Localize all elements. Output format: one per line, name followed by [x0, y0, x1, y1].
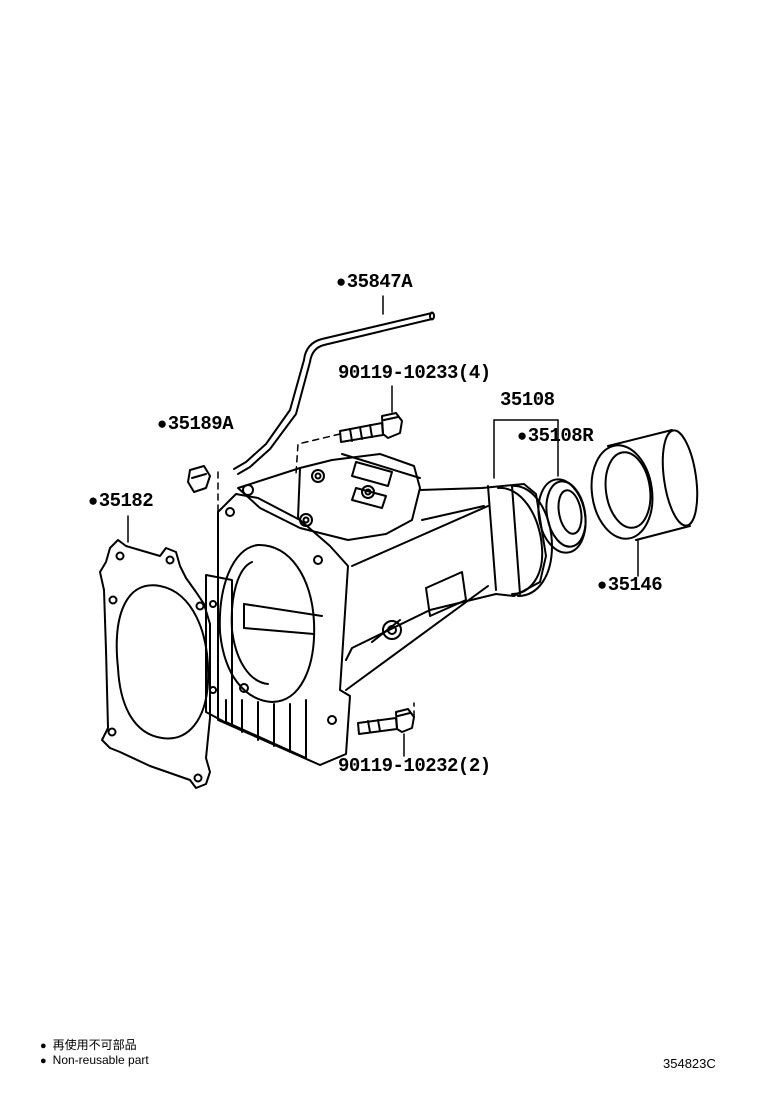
leader-lines	[127, 295, 639, 757]
non-reusable-marker: ●	[157, 416, 167, 435]
part-number: 35146	[607, 574, 663, 596]
gasket-drawing	[99, 539, 211, 789]
legend-text-en: Non-reusable part	[52, 1053, 149, 1067]
callout-35189A[interactable]: ●35189A	[157, 413, 234, 435]
legend-text-jp: 再使用不可部品	[52, 1038, 137, 1052]
part-number: 90119-10232(2)	[338, 755, 491, 777]
upper-bolt-drawing	[339, 412, 403, 443]
non-reusable-marker: ●	[88, 493, 98, 512]
tube-cap-drawing	[187, 465, 211, 493]
part-number: 35108R	[527, 425, 594, 447]
non-reusable-marker: ●	[597, 577, 607, 596]
legend-english: ● Non-reusable part	[40, 1053, 149, 1067]
part-number: 35847A	[346, 271, 413, 293]
oil-seal-drawing	[537, 478, 587, 554]
part-number: 35189A	[167, 413, 234, 435]
legend-marker: ●	[40, 1055, 47, 1067]
part-number: 35182	[98, 490, 154, 512]
callout-90119-10233[interactable]: 90119-10233(4)	[338, 362, 491, 384]
callout-35182[interactable]: ●35182	[88, 490, 154, 512]
callout-90119-10232[interactable]: 90119-10232(2)	[338, 755, 491, 777]
callout-35146[interactable]: ●35146	[597, 574, 663, 596]
figure-code: 354823C	[663, 1056, 716, 1071]
part-number: 35108	[500, 389, 555, 411]
dust-cover-drawing	[590, 429, 699, 541]
lower-bolt-drawing	[357, 708, 415, 735]
callout-35108R[interactable]: ●35108R	[517, 425, 594, 447]
callout-35108[interactable]: 35108	[500, 389, 555, 411]
non-reusable-marker: ●	[336, 274, 346, 293]
non-reusable-marker: ●	[517, 428, 527, 447]
legend-japanese: ● 再使用不可部品	[40, 1036, 137, 1053]
legend-marker: ●	[40, 1040, 47, 1052]
callout-35847A[interactable]: ●35847A	[336, 271, 413, 293]
extension-housing-drawing	[205, 453, 553, 766]
breather-tube-drawing	[233, 311, 435, 475]
part-number: 90119-10233(4)	[338, 362, 491, 384]
